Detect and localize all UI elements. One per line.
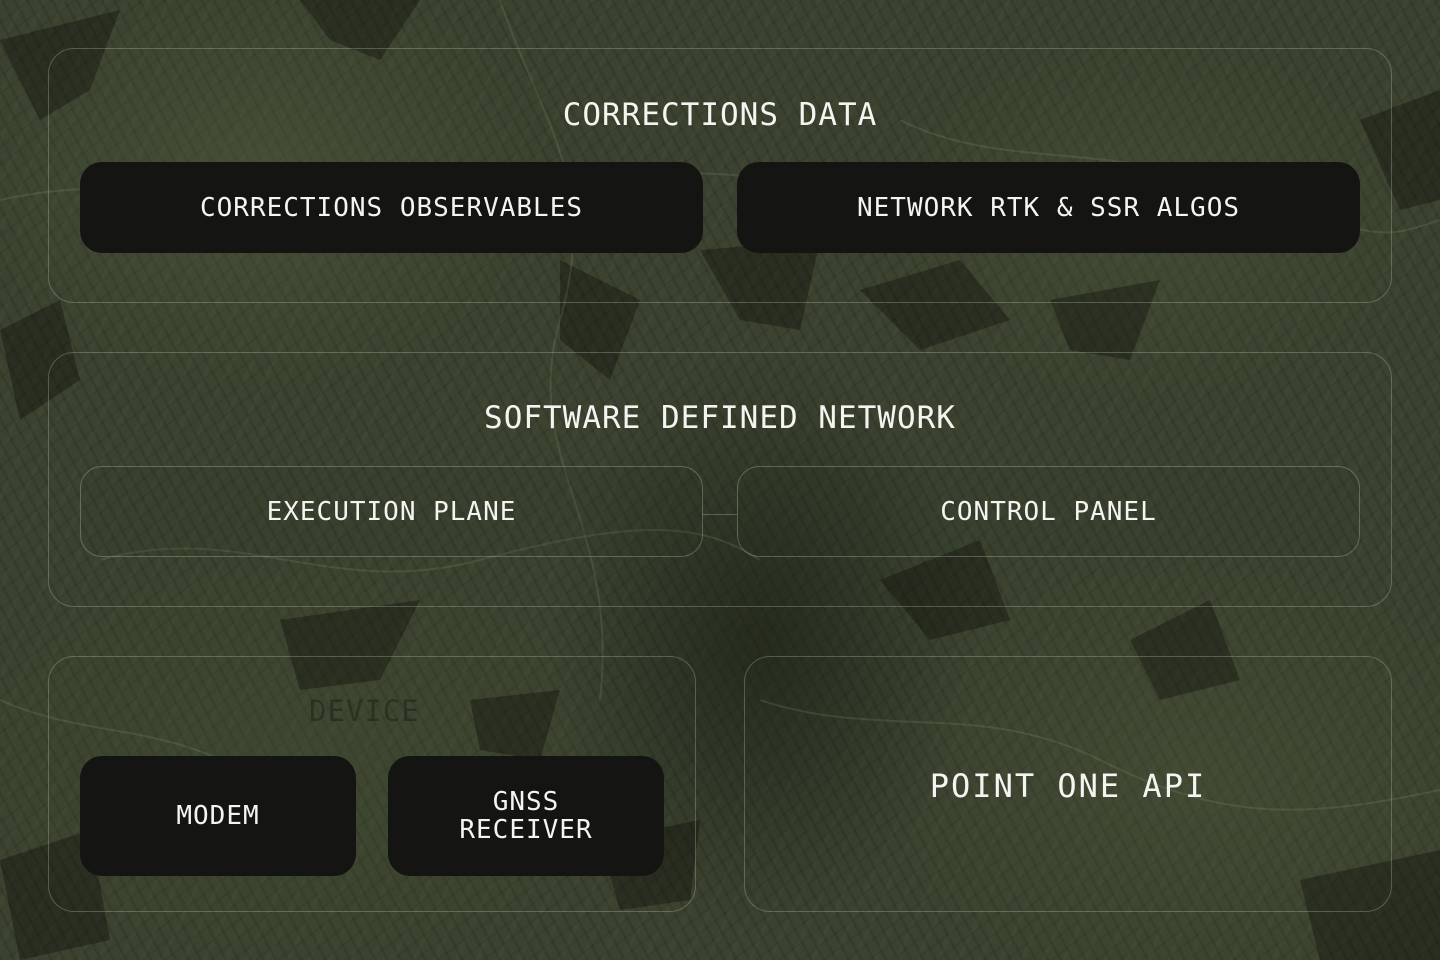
point-one-api-group: POINT ONE API bbox=[744, 656, 1392, 912]
device-title: DEVICE bbox=[309, 694, 420, 728]
software-defined-network-group: SOFTWARE DEFINED NETWORK bbox=[48, 352, 1392, 607]
gnss-receiver-line2: RECEIVER bbox=[459, 815, 593, 845]
modem-block: MODEM bbox=[80, 756, 356, 876]
corrections-data-group: CORRECTIONS DATA bbox=[48, 48, 1392, 303]
corrections-data-title: CORRECTIONS DATA bbox=[562, 97, 878, 133]
gnss-receiver-block: GNSS RECEIVER bbox=[388, 756, 664, 876]
software-defined-network-title: SOFTWARE DEFINED NETWORK bbox=[484, 400, 956, 436]
gnss-receiver-line1: GNSS bbox=[492, 787, 560, 817]
execution-plane-block: EXECUTION PLANE bbox=[80, 466, 703, 557]
network-rtk-ssr-algos-block: NETWORK RTK & SSR ALGOS bbox=[737, 162, 1360, 253]
point-one-api-title: POINT ONE API bbox=[929, 767, 1207, 805]
corrections-observables-block: CORRECTIONS OBSERVABLES bbox=[80, 162, 703, 253]
sdn-connector-line bbox=[703, 514, 737, 515]
device-group: DEVICE bbox=[48, 656, 696, 912]
control-panel-block: CONTROL PANEL bbox=[737, 466, 1360, 557]
